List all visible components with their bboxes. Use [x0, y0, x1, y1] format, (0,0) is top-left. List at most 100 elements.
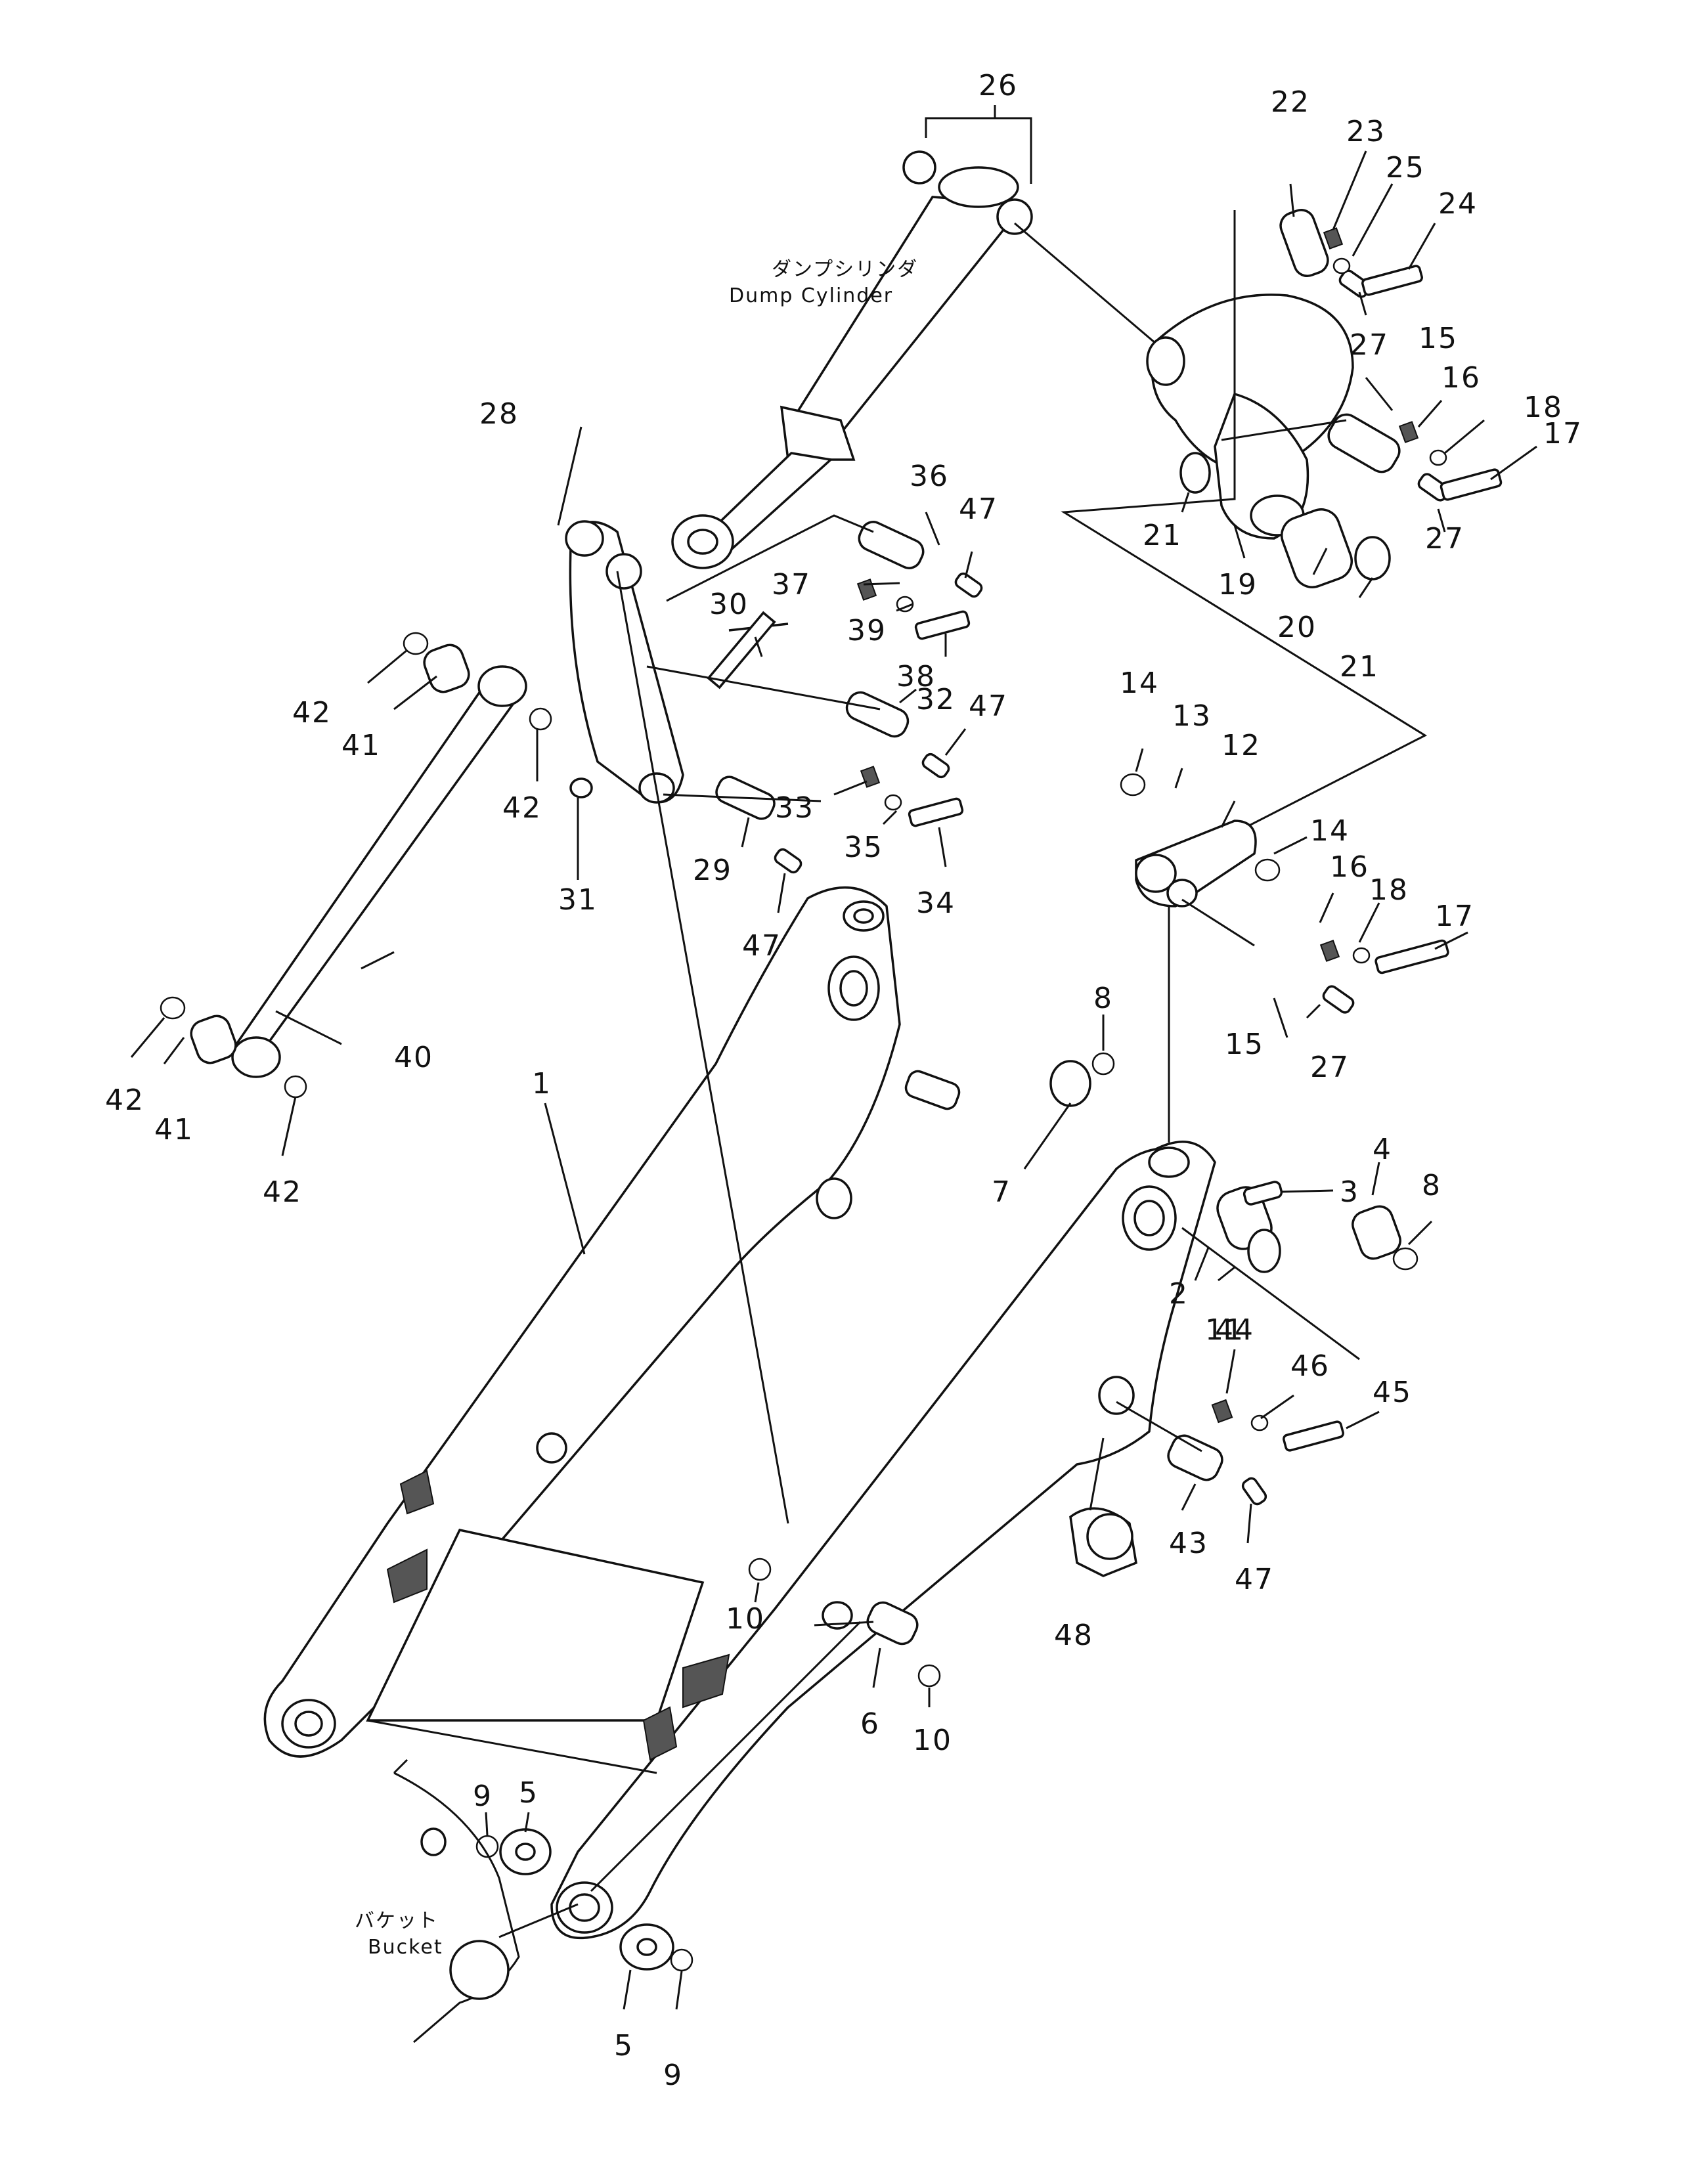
- pin-15-upper: [1327, 413, 1401, 473]
- callout-16-b: 16: [1330, 850, 1369, 884]
- callout-30: 30: [709, 588, 749, 621]
- washer-9-a: [475, 1835, 499, 1858]
- callout-33: 33: [775, 791, 814, 825]
- leader-7: [1023, 1103, 1072, 1169]
- leader-5b: [623, 1969, 632, 2010]
- leader-43-axis: [1116, 1401, 1202, 1452]
- leader-29: [741, 817, 750, 848]
- callout-numbers: 26 22 23 25 24 27 15 16 18 17 21 27 19 2…: [105, 69, 1581, 2092]
- callout-43: 43: [1169, 1527, 1208, 1560]
- leader-14b: [1273, 836, 1308, 855]
- callout-34: 34: [916, 886, 956, 920]
- link-rod-top-eye: [477, 665, 527, 707]
- leader-40-tip: [361, 951, 395, 970]
- callout-2: 2: [1169, 1277, 1189, 1311]
- label-bucket-jp: バケット: [355, 1910, 439, 1933]
- leader-42c: [130, 1017, 165, 1058]
- bolt-17-lower: [1374, 939, 1449, 974]
- cylinder-barrel: [786, 196, 1027, 435]
- callout-47-b: 47: [742, 929, 781, 963]
- link-plate-mid-hole: [605, 553, 642, 590]
- washer-10-a: [748, 1558, 772, 1581]
- leader-27a: [1358, 292, 1367, 316]
- leader-8b: [1407, 1220, 1433, 1246]
- callout-24: 24: [1438, 187, 1478, 221]
- leader-24: [1407, 223, 1436, 270]
- callout-11: 11: [1205, 1313, 1244, 1347]
- leader-32: [899, 688, 917, 704]
- label-dump-cylinder-jp: ダンプシリンダ: [772, 258, 918, 281]
- boom-frame: [263, 886, 1216, 1940]
- callout-42-b: 42: [502, 791, 542, 825]
- callout-42-c: 42: [105, 1083, 144, 1117]
- leader-37: [863, 582, 900, 586]
- leader-bucket-top: [393, 1758, 408, 1774]
- washer-42-b: [529, 707, 552, 731]
- callout-40: 40: [394, 1041, 433, 1074]
- leader-bucket-link: [498, 1903, 579, 1938]
- leader-48: [1089, 1437, 1105, 1511]
- grease-fitting-27-c: [1322, 985, 1355, 1014]
- leader-17b: [1434, 931, 1468, 950]
- callout-27-a: 27: [1350, 328, 1389, 362]
- callout-21-b: 21: [1340, 650, 1379, 684]
- bucket-outline: [393, 1772, 520, 2043]
- callout-21-a: 21: [1143, 519, 1182, 552]
- leader-46: [1260, 1394, 1294, 1420]
- callout-5-a: 5: [519, 1776, 539, 1810]
- callout-28: 28: [479, 397, 519, 431]
- callout-31: 31: [558, 883, 598, 917]
- leader-27c: [1306, 1003, 1321, 1019]
- leader-15a: [1365, 377, 1394, 411]
- leader-47a: [944, 728, 967, 756]
- boom-left-bucket-hole: [294, 1711, 323, 1737]
- callout-7: 7: [992, 1175, 1011, 1209]
- callout-10-b: 10: [913, 1724, 952, 1757]
- callout-20: 20: [1277, 611, 1317, 644]
- callout-44: 44: [1215, 1313, 1254, 1347]
- pin-36: [858, 521, 925, 569]
- small-link-left-eye: [1135, 854, 1177, 893]
- leader-10a: [754, 1582, 760, 1603]
- leader-36-pin: [666, 514, 874, 602]
- bushing-20: [1281, 508, 1353, 588]
- boom-right-pivot-hole: [1133, 1200, 1165, 1236]
- leader-43: [1181, 1483, 1197, 1511]
- grease-fitting-47-a: [921, 753, 950, 779]
- cylinder-spacer-left: [902, 150, 936, 185]
- leader-47b: [777, 873, 786, 913]
- leader-45: [1346, 1410, 1380, 1430]
- leader-26-bracket: [925, 117, 1032, 184]
- leader-39: [896, 603, 913, 612]
- link-rod-bottom-eye: [231, 1036, 281, 1078]
- leader-19: [1233, 525, 1246, 559]
- cylinder-head-block: [780, 405, 856, 461]
- callout-4: 4: [1373, 1133, 1392, 1166]
- callout-8-b: 8: [1422, 1169, 1441, 1202]
- callout-41-b: 41: [154, 1113, 194, 1147]
- bushing-6: [866, 1601, 919, 1646]
- dump-cylinder: [671, 105, 1170, 569]
- leader-6: [872, 1648, 881, 1688]
- callout-37: 37: [772, 568, 811, 601]
- nut-31: [569, 777, 593, 798]
- leader-35: [882, 810, 898, 825]
- leader-42a: [367, 649, 408, 684]
- thrust-washer-5-lower-hole: [636, 1938, 657, 1956]
- seal-21-right: [1354, 536, 1391, 580]
- callout-25: 25: [1386, 151, 1425, 185]
- leader-30: [754, 636, 763, 657]
- link-plate-top-hole: [565, 520, 604, 557]
- spring-washer-18-lower: [1352, 947, 1371, 964]
- boom-right-arm: [550, 1141, 1216, 1940]
- leader-21a: [1181, 492, 1190, 513]
- bell-crank-plate: [1151, 294, 1354, 474]
- callout-14-a: 14: [1120, 666, 1159, 700]
- lock-plate-16-upper: [1398, 421, 1419, 443]
- leader-3: [1280, 1189, 1334, 1193]
- leader-47c: [964, 551, 973, 579]
- small-link-right-eye: [1166, 879, 1198, 907]
- lock-plate-33: [860, 766, 881, 788]
- leader-2: [1194, 1247, 1210, 1281]
- spring-washer-18-upper: [1429, 449, 1447, 466]
